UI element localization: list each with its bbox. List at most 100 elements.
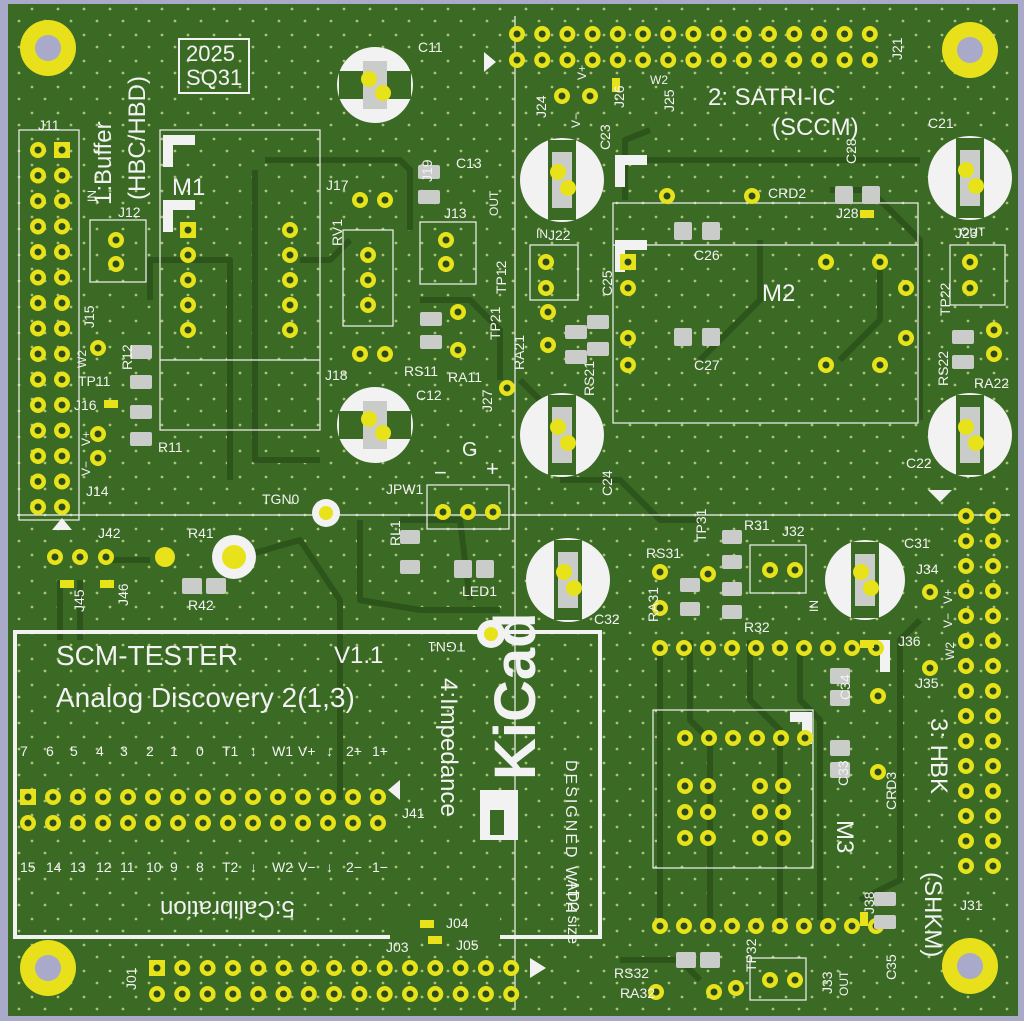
pad-round [620, 330, 636, 346]
pad-round [652, 918, 668, 934]
pad-round [108, 256, 124, 272]
pad-round [345, 789, 361, 805]
pad-round [958, 658, 974, 674]
pad-round [786, 52, 803, 68]
solder-jumper [60, 580, 74, 588]
year-badge: 2025 SQ31 [178, 38, 251, 94]
year-text: 2025 [186, 41, 235, 66]
pad-round [796, 918, 812, 934]
header-pin-label: 6 [46, 743, 54, 759]
pad-round [958, 783, 974, 799]
pin-label-vminus: V− [79, 460, 93, 476]
pad-round [220, 815, 236, 831]
section-satri-subtitle: (SCCM) [772, 114, 859, 141]
smd-pad [722, 582, 742, 596]
kicad-size-note: AD2 size [564, 880, 581, 945]
pad-round [635, 26, 651, 42]
pad-round [797, 730, 813, 746]
pad-round [30, 397, 46, 413]
pad-round [450, 342, 466, 358]
smd-pad [952, 355, 974, 369]
pad-round [250, 986, 267, 1002]
pad-round [351, 986, 368, 1002]
pin-label-vminus: V− [941, 612, 955, 628]
solder-jumper [420, 920, 434, 928]
pad-round [320, 815, 336, 831]
pad-round [120, 789, 136, 805]
pad-round [452, 960, 469, 976]
pad-round [786, 26, 803, 42]
pad-round [145, 789, 161, 805]
section-buffer-subtitle: (HBC/HBD) [124, 76, 151, 200]
smd-parts [60, 78, 974, 968]
impedance-frame [13, 630, 602, 939]
pad-round [787, 972, 803, 988]
refdes-j13: J13 [444, 205, 467, 221]
power-ground-label: G [462, 439, 478, 461]
refdes-rs21: RS21 [581, 360, 597, 396]
electrolytic-caps [337, 47, 1012, 622]
pad-round [30, 269, 46, 286]
header-pin-label: T1 [222, 743, 239, 759]
solder-jumper [428, 936, 442, 944]
pad-round [326, 986, 343, 1002]
header-pin-label: 15 [20, 859, 36, 875]
pad-square [20, 789, 36, 805]
pad-round [958, 833, 974, 849]
pad-round [775, 804, 791, 820]
pad-round [377, 346, 393, 362]
pad-round [958, 508, 974, 524]
pad-round [460, 504, 476, 520]
pad-square [149, 960, 165, 976]
pad-round [772, 918, 788, 934]
smd-pad [862, 186, 880, 204]
refdes-r31: R31 [744, 517, 770, 533]
pad-square [620, 254, 636, 270]
pad-round [477, 960, 494, 976]
pad-round [761, 26, 777, 42]
pad-round [685, 26, 702, 42]
pad-round [54, 448, 70, 464]
pad-round [985, 833, 1001, 849]
smd-pad [702, 222, 720, 240]
solder-jumper [612, 78, 620, 92]
pad-round [54, 371, 70, 388]
pad-round [762, 972, 778, 988]
smd-pad [400, 560, 420, 574]
smd-pad [454, 560, 472, 578]
refdes-j21: J21 [889, 37, 905, 60]
header-pin-label: T2 [222, 859, 239, 875]
refdes-j34: J34 [916, 561, 939, 577]
refdes-tp11: TP11 [78, 373, 111, 389]
pad-round [898, 330, 914, 346]
header-pin-label: ↓ [326, 859, 333, 875]
refdes-rs32: RS32 [614, 965, 650, 981]
refdes-rs22: RS22 [935, 350, 951, 386]
pad-round [370, 789, 386, 805]
pad-round [584, 52, 601, 68]
header-pin-label: 12 [96, 859, 112, 875]
smd-pad [830, 762, 850, 778]
pad-round [30, 193, 46, 209]
refdes-c13: C13 [456, 155, 482, 171]
pad-round [282, 272, 298, 288]
header-pin-label: W1 [272, 743, 293, 759]
solder-jumper [100, 580, 114, 588]
pad-round [676, 918, 692, 934]
pad-round [735, 26, 752, 42]
pad-round [30, 295, 46, 311]
refdes-c11: C11 [418, 39, 443, 55]
refdes-c34: C34 [837, 674, 853, 700]
pad-round [811, 52, 828, 68]
pad-round [402, 960, 418, 976]
pad-round [503, 986, 520, 1002]
pad-round [224, 960, 241, 976]
section-hbk-subtitle: (SHKM) [919, 872, 946, 958]
pad-round [47, 549, 63, 565]
smd-pad [206, 578, 226, 594]
pin1-markers [52, 52, 952, 978]
power-minus-label: − [434, 460, 447, 485]
refdes-j23: J23 [955, 225, 978, 241]
pad-round [509, 26, 525, 42]
